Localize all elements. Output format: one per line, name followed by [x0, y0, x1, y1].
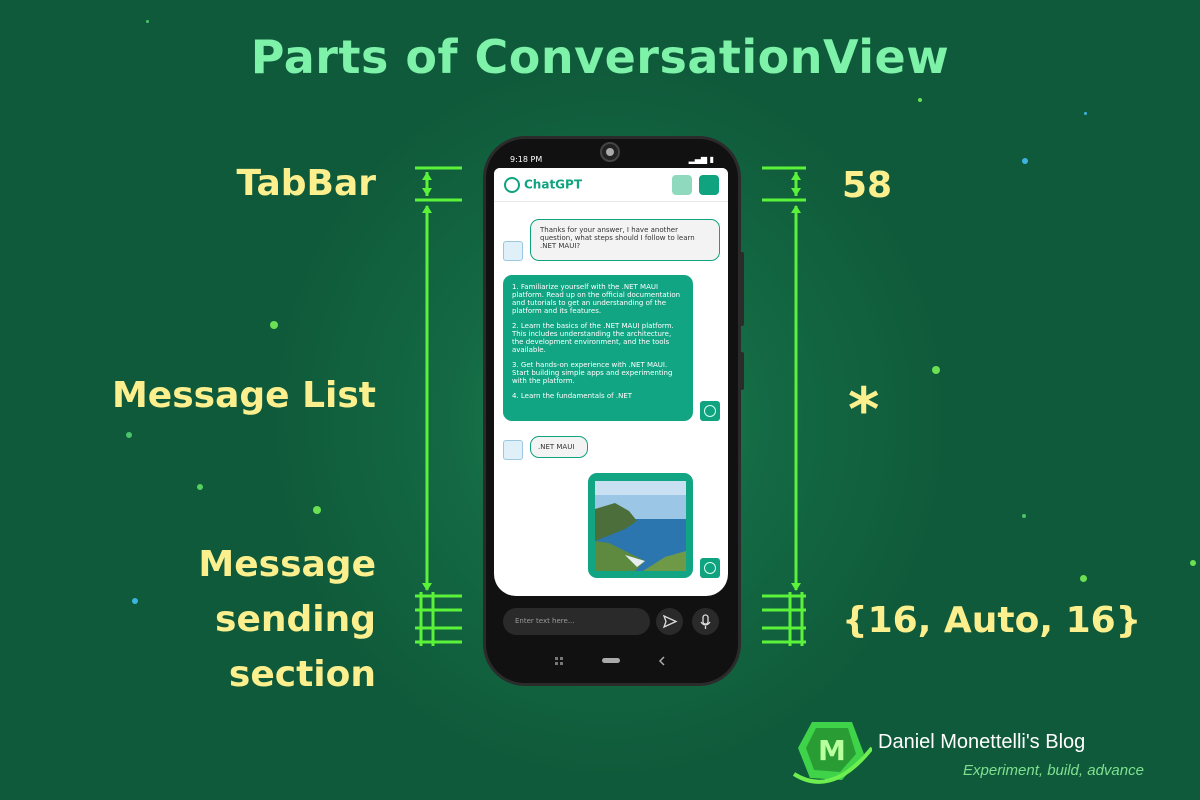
user-message-bubble: .NET MAUI — [530, 436, 588, 458]
label-tabbar: TabBar — [236, 163, 376, 204]
decor-dot — [1084, 112, 1087, 115]
decor-dot — [932, 366, 940, 374]
status-time: 9:18 PM — [510, 155, 543, 164]
status-bar: 9:18 PM ▂▄▆ ▮ — [506, 154, 718, 168]
bot-message-paragraph: 2. Learn the basics of the .NET MAUI pla… — [512, 322, 674, 354]
microphone-icon — [700, 614, 711, 629]
phone-side-button — [740, 352, 744, 390]
blog-logo-icon: M — [792, 722, 872, 784]
left-dimension-markers — [415, 166, 462, 646]
logo-letter: M — [818, 734, 846, 767]
bot-avatar-icon — [700, 558, 720, 578]
phone-side-button — [740, 252, 744, 326]
decor-dot — [1190, 560, 1196, 566]
value-message-list: * — [848, 375, 880, 445]
decor-dot — [126, 432, 132, 438]
bot-message-paragraph: 4. Learn the fundamentals of .NET — [512, 392, 633, 400]
camera-icon — [600, 142, 620, 162]
label-sending-line1: Message — [198, 544, 376, 585]
label-sending-line2: sending — [215, 599, 376, 640]
decor-dot — [1022, 514, 1026, 518]
right-dimension-markers — [762, 166, 806, 646]
profile-tab-icon[interactable] — [699, 175, 719, 195]
decor-dot — [313, 506, 321, 514]
battery-icon: ▂▄▆ ▮ — [688, 155, 714, 164]
user-message-bubble: Thanks for your answer, I have another q… — [530, 219, 720, 261]
app-name: ChatGPT — [524, 177, 583, 192]
chatgpt-logo-icon — [504, 177, 520, 193]
label-sending-line3: section — [228, 654, 376, 695]
blog-tagline: Experiment, build, advance — [963, 762, 1144, 779]
bot-message-paragraph: 3. Get hands-on experience with .NET MAU… — [512, 361, 673, 385]
chat-tab-icon[interactable] — [672, 175, 692, 195]
android-navbar — [555, 656, 665, 666]
diagram-title: Parts of ConversationView — [250, 30, 950, 84]
user-avatar — [503, 241, 523, 261]
bot-message-bubble: 1. Familiarize yourself with the .NET MA… — [503, 275, 693, 421]
blog-name: Daniel Monettelli's Blog — [878, 731, 1086, 753]
decor-dot — [270, 321, 278, 329]
app-brand: ChatGPT — [504, 177, 582, 193]
mic-button[interactable] — [692, 608, 719, 635]
decor-dot — [132, 598, 138, 604]
label-message-list: Message List — [111, 375, 376, 416]
decor-dot — [918, 98, 922, 102]
decor-dot — [146, 20, 149, 23]
send-button[interactable] — [656, 608, 683, 635]
bot-avatar-icon — [700, 401, 720, 421]
coast-photo — [595, 481, 686, 571]
user-avatar — [503, 440, 523, 460]
message-input[interactable]: Enter text here... — [503, 608, 650, 635]
bot-message-paragraph: 1. Familiarize yourself with the .NET MA… — [512, 283, 681, 315]
value-sending: {16, Auto, 16} — [842, 600, 1142, 641]
decor-dot — [1022, 158, 1028, 164]
decor-dot — [1080, 575, 1087, 582]
decor-dot — [197, 484, 203, 490]
tabbar: ChatGPT — [494, 168, 728, 202]
send-icon — [662, 614, 678, 629]
value-tabbar: 58 — [842, 165, 893, 206]
